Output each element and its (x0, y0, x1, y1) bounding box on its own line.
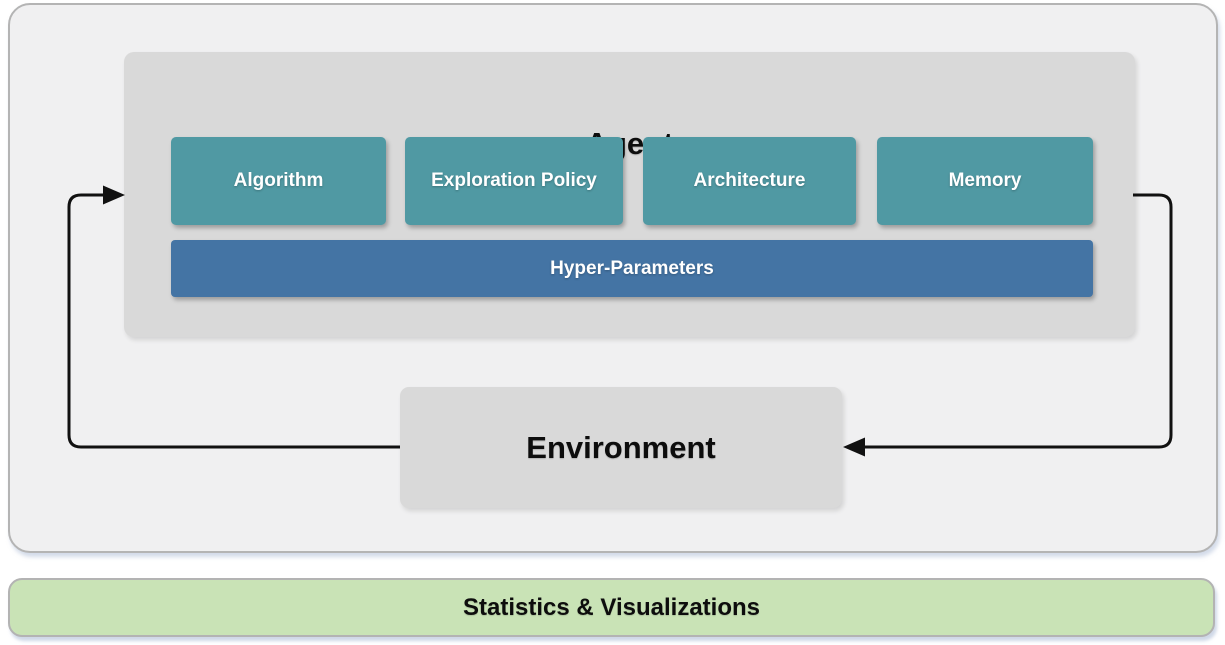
component-label: Algorithm (233, 170, 324, 191)
component-label: Architecture (693, 170, 806, 191)
component-box-algorithm: Algorithm (171, 137, 386, 225)
agent-box: Agent Algorithm Exploration Policy Archi… (124, 52, 1135, 337)
hyper-parameters-label: Hyper-Parameters (550, 257, 714, 279)
environment-box: Environment (400, 387, 842, 508)
component-box-exploration-policy: Exploration Policy (405, 137, 623, 225)
component-box-architecture: Architecture (643, 137, 856, 225)
environment-title: Environment (526, 429, 716, 465)
component-box-memory: Memory (877, 137, 1093, 225)
statistics-visualizations-bar: Statistics & Visualizations (8, 578, 1215, 637)
statistics-visualizations-label: Statistics & Visualizations (463, 593, 760, 621)
hyper-parameters-bar: Hyper-Parameters (171, 240, 1093, 297)
component-label: Memory (948, 170, 1022, 191)
component-label: Exploration Policy (431, 170, 597, 191)
